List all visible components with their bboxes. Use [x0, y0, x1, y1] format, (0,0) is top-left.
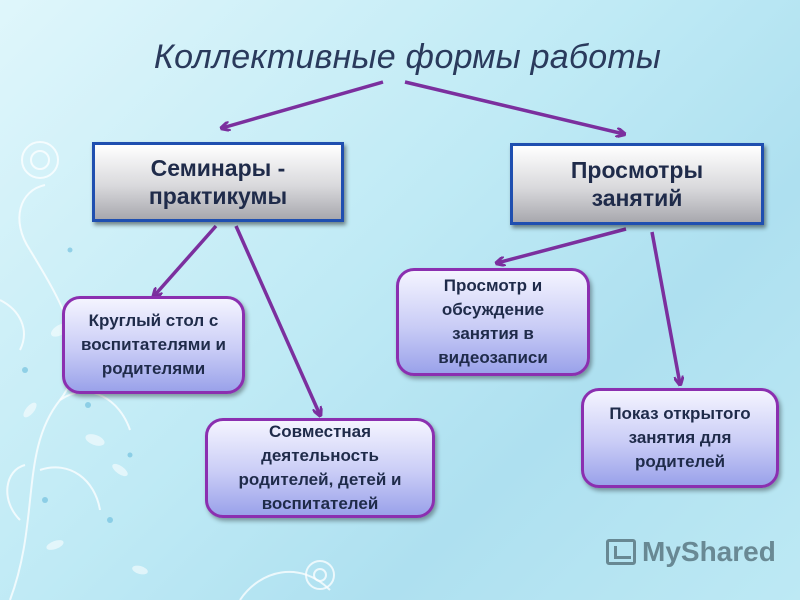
node-viewings: Просмотры занятий: [510, 143, 764, 225]
presentation-icon: [606, 539, 636, 565]
node-seminars-label: Семинары - практикумы: [148, 155, 288, 209]
node-viewings-label: Просмотры занятий: [570, 157, 704, 211]
watermark-text: MyShared: [642, 536, 776, 567]
node-open-lesson-label: Показ открытого занятия для родителей: [609, 404, 751, 471]
node-joint-activity: Совместная деятельность родителей, детей…: [205, 418, 435, 518]
node-round-table-label: Круглый стол с воспитателями и родителям…: [80, 311, 227, 378]
arrow-title-to-viewings: [404, 80, 624, 134]
node-video-review: Просмотр и обсуждение занятия в видеозап…: [396, 268, 590, 376]
node-video-review-label: Просмотр и обсуждение занятия в видеозап…: [438, 276, 548, 367]
node-open-lesson: Показ открытого занятия для родителей: [581, 388, 779, 488]
watermark-logo: MyShared: [606, 536, 776, 568]
node-joint-activity-label: Совместная деятельность родителей, детей…: [238, 422, 402, 513]
arrow-title-to-seminars: [222, 80, 384, 128]
arrow-seminars-to-joint: [234, 225, 320, 415]
arrow-viewings-to-video: [497, 227, 627, 263]
node-round-table: Круглый стол с воспитателями и родителям…: [62, 296, 245, 394]
arrow-viewings-to-openlesson: [650, 231, 680, 384]
arrow-seminars-to-roundtable: [154, 224, 218, 296]
diagram-title: Коллективные формы работы: [153, 38, 662, 76]
node-seminars: Семинары - практикумы: [92, 142, 344, 222]
